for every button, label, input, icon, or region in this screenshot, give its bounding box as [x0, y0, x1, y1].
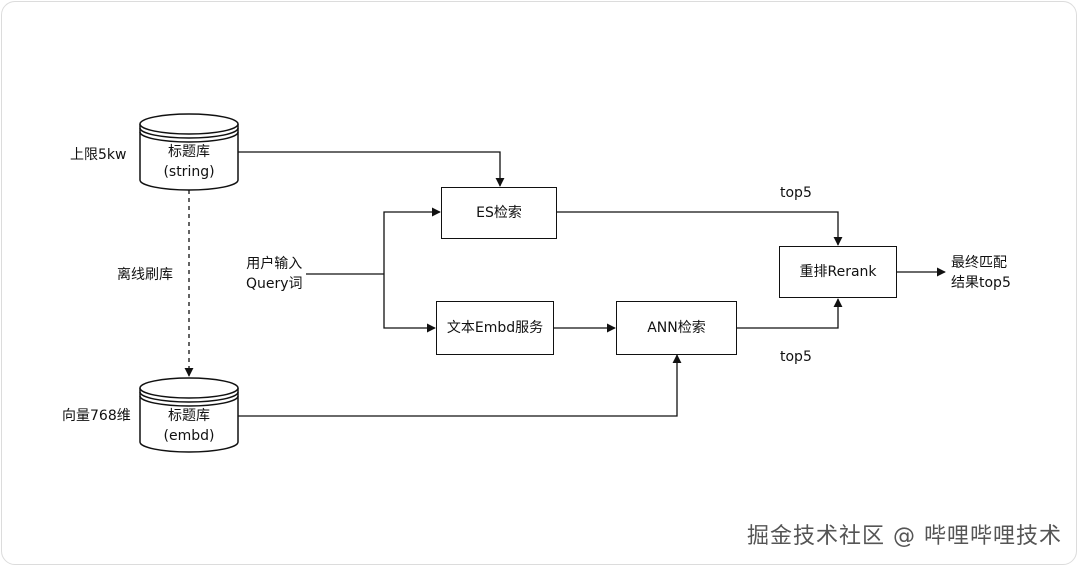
- embd-db-title: 标题库: [168, 408, 210, 424]
- ann-search-label: ANN检索: [647, 319, 706, 336]
- limit-label: 上限5kw: [70, 147, 127, 163]
- watermark: 掘金技术社区 @ 哔哩哔哩技术: [747, 524, 1062, 549]
- edge-es-to-rerank: [557, 211, 843, 246]
- edge-stringdb-to-es: [238, 151, 505, 187]
- text-embd-service-box: 文本Embd服务: [436, 301, 554, 355]
- es-search-label: ES检索: [476, 204, 522, 221]
- edge-query-to-es: [383, 207, 441, 274]
- text-embd-service-label: 文本Embd服务: [446, 319, 544, 336]
- final-result-line1: 最终匹配: [951, 255, 1007, 271]
- string-db-label: 标题库 (string): [139, 142, 239, 183]
- final-result-line2: 结果top5: [951, 274, 1011, 291]
- edge-query-to-embd: [383, 274, 436, 333]
- top5-ann-label: top5: [780, 349, 812, 365]
- es-search-box: ES检索: [441, 187, 557, 239]
- top5-es-label: top5: [780, 185, 812, 201]
- final-result-label: 最终匹配 结果top5: [951, 254, 1011, 293]
- rerank-box: 重排Rerank: [779, 246, 897, 298]
- ann-search-box: ANN检索: [616, 301, 737, 355]
- rerank-label: 重排Rerank: [799, 263, 877, 280]
- cylinder-embd-db: [139, 377, 239, 453]
- offline-refresh-label: 离线刷库: [117, 267, 173, 283]
- user-input-label: 用户输入 Query词: [246, 255, 303, 294]
- user-input-line1: 用户输入: [246, 256, 303, 272]
- user-input-line2: Query词: [246, 275, 303, 292]
- string-db-type: (string): [163, 164, 215, 181]
- edge-ann-to-rerank: [737, 298, 843, 329]
- embd-db-label: 标题库 (embd): [139, 406, 239, 447]
- embd-db-type: (embd): [163, 428, 215, 445]
- cylinder-string-db: [139, 113, 239, 191]
- vector-dim-label: 向量768维: [62, 408, 131, 424]
- string-db-title: 标题库: [168, 144, 210, 160]
- edge-embddb-to-ann: [238, 354, 682, 417]
